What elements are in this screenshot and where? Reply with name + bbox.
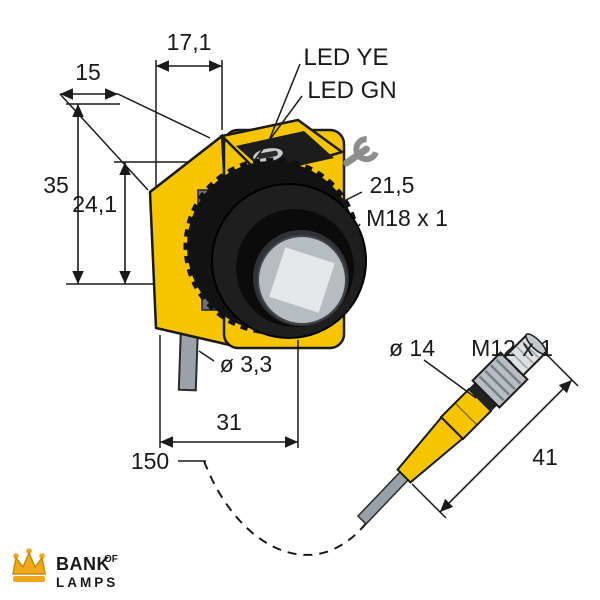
- led-ye-label: LED YE: [304, 44, 389, 71]
- ring-labels: 21,5 M18 x 1: [341, 172, 448, 237]
- dia-14-label: ø 14: [389, 335, 435, 361]
- dim-3-3: ø 3,3: [198, 350, 272, 377]
- dim-150: 150: [131, 448, 206, 474]
- dim-41: 41: [411, 351, 579, 519]
- dim-15: 15: [59, 59, 211, 191]
- led-gn-label: LED GN: [307, 77, 396, 104]
- dim-15-label: 15: [75, 59, 101, 85]
- dim-31-label: 31: [216, 409, 242, 435]
- dim-35: 35: [43, 103, 153, 285]
- logo-text-line2: LAMPS: [56, 575, 118, 590]
- thread-m18-label: M18 x 1: [366, 205, 448, 231]
- crown-icon: [12, 548, 46, 582]
- brand-logo: BANK OF LAMPS: [12, 548, 118, 590]
- dim-17-1-label: 17,1: [167, 29, 212, 55]
- dim-150-label: 150: [131, 448, 169, 474]
- lens-highlight: [269, 247, 335, 313]
- connector-labels: ø 14 M12 x 1: [389, 335, 553, 399]
- wrench-icon: [343, 136, 379, 167]
- cable-dashed-curve: [203, 460, 369, 556]
- dim-21-5-label: 21,5: [370, 172, 415, 198]
- sensor-housing: [148, 118, 367, 392]
- connector-cable: [356, 468, 412, 526]
- dim-17-1: 17,1: [155, 29, 223, 186]
- led-labels: LED YE LED GN: [253, 44, 397, 162]
- dim-24-1: 24,1: [72, 161, 188, 284]
- led-slot: [258, 150, 278, 159]
- thread-m12-label: M12 x 1: [471, 335, 553, 361]
- dim-41-label: 41: [532, 444, 558, 470]
- dia-3-3-label: ø 3,3: [220, 351, 272, 377]
- dim-24-1-label: 24,1: [72, 191, 117, 217]
- dim-31: 31: [159, 335, 299, 448]
- thread-lines: [510, 340, 540, 370]
- logo-text-line1: BANK: [56, 554, 110, 574]
- lens-ring-nut: [183, 157, 367, 339]
- logo-text-of: OF: [104, 554, 118, 565]
- dim-35-label: 35: [43, 172, 69, 198]
